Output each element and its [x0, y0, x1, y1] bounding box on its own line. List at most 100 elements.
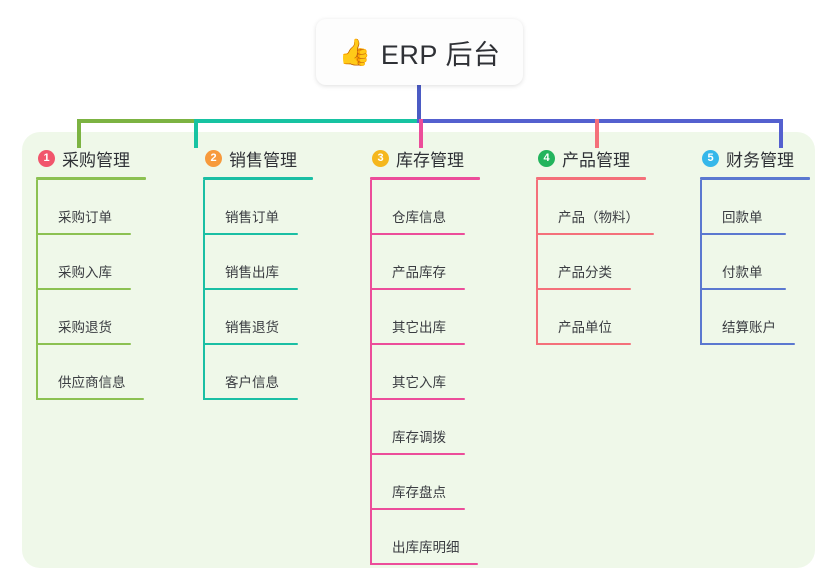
leaf-underline — [203, 398, 298, 400]
root-node[interactable]: 👍 ERP 后台 — [316, 19, 523, 85]
branch-title-4: 产品管理 — [562, 150, 630, 170]
branch-underline-3 — [370, 177, 480, 180]
leaf-item[interactable]: 采购订单 — [36, 180, 146, 235]
leaf-underline — [536, 343, 631, 345]
leaf-underline — [36, 343, 131, 345]
leaf-item[interactable]: 销售订单 — [203, 180, 313, 235]
branch-header-5[interactable]: 5 财务管理 — [700, 146, 810, 170]
leaf-item[interactable]: 客户信息 — [203, 345, 313, 400]
thumbs-up-icon: 👍 — [338, 37, 371, 67]
branch-header-4[interactable]: 4 产品管理 — [536, 146, 646, 170]
leaf-label: 库存盘点 — [392, 485, 446, 500]
leaf-item[interactable]: 其它出库 — [370, 290, 480, 345]
branch-spine-1 — [36, 180, 38, 400]
leaf-label: 仓库信息 — [392, 210, 446, 225]
leaf-item[interactable]: 产品（物料） — [536, 180, 654, 235]
branch-title-3: 库存管理 — [396, 150, 464, 170]
leaf-underline — [700, 343, 795, 345]
branch-header-1[interactable]: 1 采购管理 — [36, 146, 146, 170]
leaf-item[interactable]: 付款单 — [700, 235, 810, 290]
leaf-underline — [36, 288, 131, 290]
branches-background-panel — [22, 132, 815, 568]
branch-underline-4 — [536, 177, 646, 180]
leaf-label: 库存调拨 — [392, 430, 446, 445]
leaf-item[interactable]: 供应商信息 — [36, 345, 146, 400]
leaf-underline — [203, 343, 298, 345]
leaf-label: 结算账户 — [722, 320, 776, 335]
leaf-label: 销售订单 — [225, 210, 279, 225]
leaf-underline — [700, 288, 786, 290]
leaf-label: 其它出库 — [392, 320, 446, 335]
leaf-item[interactable]: 采购入库 — [36, 235, 146, 290]
leaf-underline — [36, 233, 131, 235]
branch-spine-4 — [536, 180, 538, 345]
leaf-label: 供应商信息 — [58, 375, 126, 390]
leaf-underline — [370, 343, 465, 345]
root-node-label: ERP 后台 — [380, 39, 501, 70]
leaf-item[interactable]: 仓库信息 — [370, 180, 480, 235]
branch-badge-5: 5 — [702, 149, 719, 167]
leaf-underline — [536, 233, 654, 235]
leaf-item[interactable]: 产品分类 — [536, 235, 646, 290]
leaf-underline — [700, 233, 786, 235]
leaf-item[interactable]: 其它入库 — [370, 345, 480, 400]
leaf-item[interactable]: 出库库明细 — [370, 510, 480, 565]
branch-underline-1 — [36, 177, 146, 180]
leaf-underline — [36, 398, 144, 400]
leaf-label: 采购订单 — [58, 210, 112, 225]
leaf-label: 产品分类 — [558, 265, 612, 280]
branch-badge-1: 1 — [38, 149, 55, 167]
leaf-label: 客户信息 — [225, 375, 279, 390]
leaf-item[interactable]: 库存调拨 — [370, 400, 480, 455]
branch-4[interactable]: 4 产品管理产品（物料） 产品分类产品单位 — [536, 146, 654, 345]
leaf-underline — [370, 453, 465, 455]
leaf-underline — [370, 288, 465, 290]
branch-badge-3: 3 — [372, 149, 389, 167]
leaf-item[interactable]: 回款单 — [700, 180, 810, 235]
branch-3[interactable]: 3 库存管理仓库信息产品库存其它出库其它入库库存调拨库存盘点出库库明细 — [370, 146, 480, 565]
branch-leaf-list-5: 回款单付款单结算账户 — [700, 180, 810, 345]
leaf-label: 采购退货 — [58, 320, 112, 335]
leaf-label: 回款单 — [722, 210, 763, 225]
branch-title-5: 财务管理 — [726, 150, 794, 170]
leaf-item[interactable]: 产品库存 — [370, 235, 480, 290]
branch-underline-2 — [203, 177, 313, 180]
leaf-underline — [370, 508, 465, 510]
branch-spine-3 — [370, 180, 372, 565]
branch-leaf-list-3: 仓库信息产品库存其它出库其它入库库存调拨库存盘点出库库明细 — [370, 180, 480, 565]
leaf-label: 其它入库 — [392, 375, 446, 390]
leaf-item[interactable]: 结算账户 — [700, 290, 810, 345]
branch-spine-2 — [203, 180, 205, 400]
leaf-underline — [370, 398, 465, 400]
leaf-underline — [203, 288, 298, 290]
branch-header-2[interactable]: 2 销售管理 — [203, 146, 313, 170]
branch-spine-5 — [700, 180, 702, 345]
branch-5[interactable]: 5 财务管理回款单付款单结算账户 — [700, 146, 810, 345]
leaf-item[interactable]: 采购退货 — [36, 290, 146, 345]
branch-title-2: 销售管理 — [229, 150, 297, 170]
leaf-label: 销售出库 — [225, 265, 279, 280]
branch-leaf-list-4: 产品（物料） 产品分类产品单位 — [536, 180, 654, 345]
branch-badge-2: 2 — [205, 149, 222, 167]
leaf-label: 销售退货 — [225, 320, 279, 335]
branch-2[interactable]: 2 销售管理销售订单销售出库销售退货客户信息 — [203, 146, 313, 400]
branch-underline-5 — [700, 177, 810, 180]
branch-leaf-list-1: 采购订单采购入库采购退货供应商信息 — [36, 180, 146, 400]
leaf-item[interactable]: 库存盘点 — [370, 455, 480, 510]
leaf-item[interactable]: 销售退货 — [203, 290, 313, 345]
leaf-label: 采购入库 — [58, 265, 112, 280]
leaf-label: 产品单位 — [558, 320, 612, 335]
leaf-label: 产品库存 — [392, 265, 446, 280]
branch-1[interactable]: 1 采购管理采购订单采购入库采购退货供应商信息 — [36, 146, 146, 400]
leaf-label: 产品（物料） — [558, 210, 639, 225]
leaf-label: 出库库明细 — [392, 540, 460, 555]
branch-title-1: 采购管理 — [62, 150, 130, 170]
leaf-item[interactable]: 销售出库 — [203, 235, 313, 290]
branch-badge-4: 4 — [538, 149, 555, 167]
leaf-item[interactable]: 产品单位 — [536, 290, 646, 345]
leaf-underline — [536, 288, 631, 290]
branch-header-3[interactable]: 3 库存管理 — [370, 146, 480, 170]
leaf-underline — [370, 563, 478, 565]
leaf-label: 付款单 — [722, 265, 763, 280]
